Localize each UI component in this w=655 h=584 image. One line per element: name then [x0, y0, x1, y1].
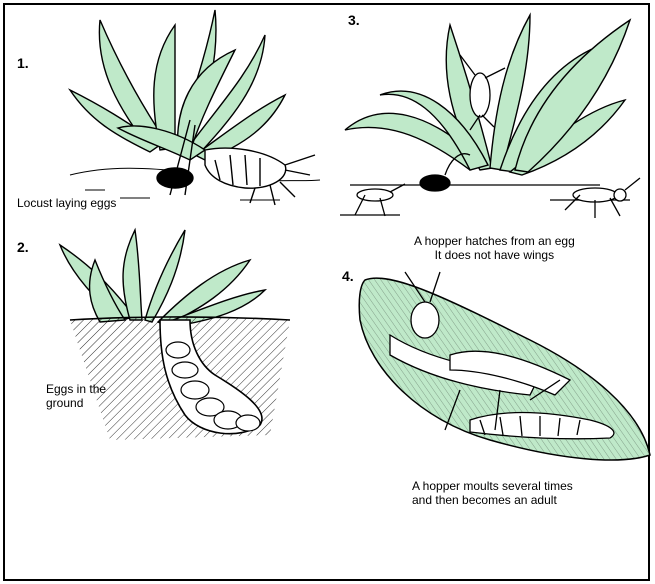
caption-line: ground [46, 396, 106, 410]
caption-line: Eggs in the [46, 382, 106, 396]
panel-caption: A hopper moults several times and then b… [412, 479, 573, 507]
panel-caption: Eggs in the ground [46, 382, 106, 410]
hatching-illustration [330, 0, 655, 270]
caption-line: A hopper moults several times [412, 479, 573, 493]
panel-hopper-hatches: 3. A hopper hatches [330, 0, 655, 270]
panel-caption: A hopper hatches from an egg It does not… [414, 234, 575, 262]
caption-line: and then becomes an adult [412, 493, 573, 507]
soil-cross-section [0, 225, 330, 465]
caption-line: A hopper hatches from an egg [414, 234, 575, 248]
panel-eggs-in-ground: 2. Eggs in the ground [0, 225, 330, 465]
panel-locust-laying-eggs: 1. Locust laying eggs [0, 0, 330, 230]
caption-line: Locust laying eggs [17, 196, 116, 210]
panel-caption: Locust laying eggs [17, 196, 116, 210]
panel-hopper-moults: 4. A hopper moults several times and the… [330, 260, 655, 520]
